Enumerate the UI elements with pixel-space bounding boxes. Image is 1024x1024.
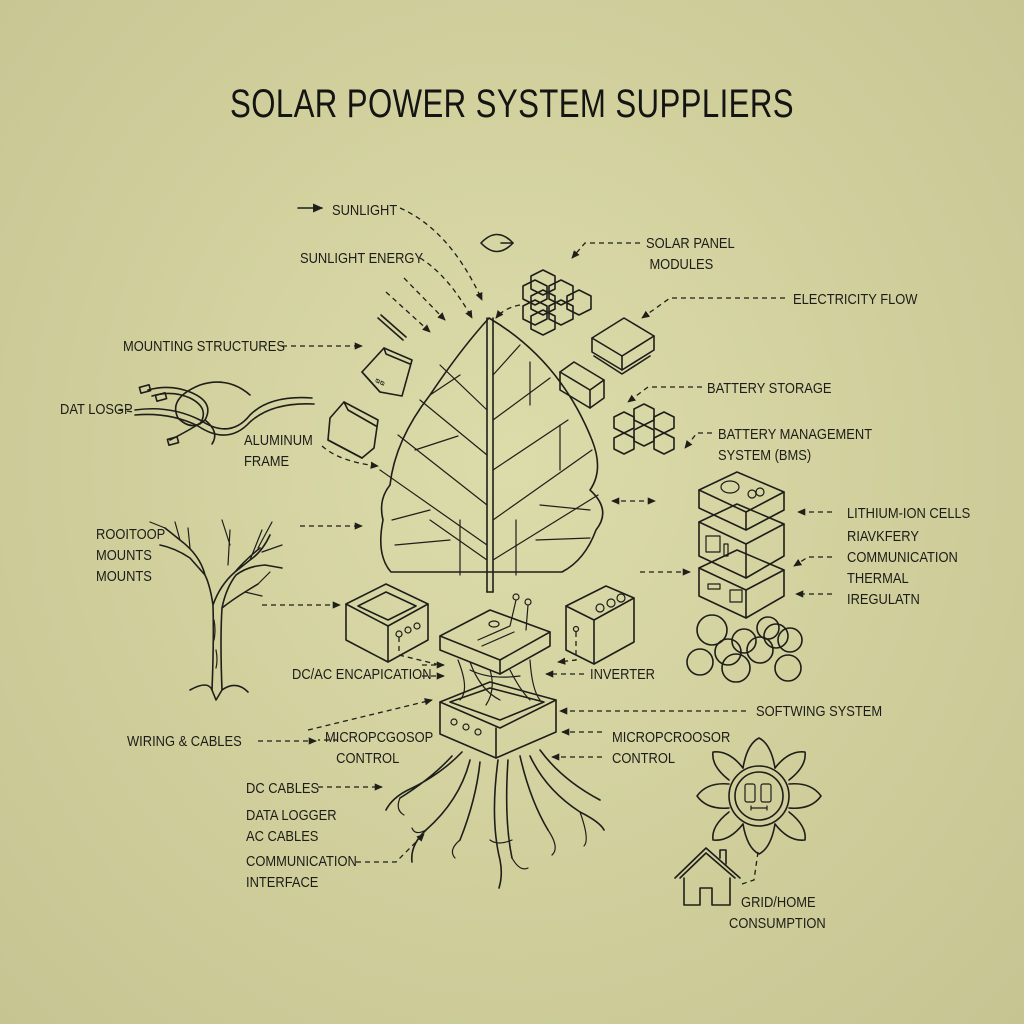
- dcac-box-icon: [345, 583, 441, 666]
- sunflower-meter-icon: [696, 737, 822, 855]
- label-bms: BATTERY MANAGEMENT SYSTEM (BMS): [718, 426, 873, 464]
- leaf-panel-icon: [379, 317, 604, 593]
- battery-stack-icon: [698, 471, 785, 619]
- label-electricity-flow: ELECTRICITY FLOW: [793, 291, 918, 308]
- label-dat-losgp: DAT LOSGP: [60, 401, 133, 418]
- inverter-box-icon: [439, 593, 557, 759]
- label-data-logger: DATA LOGGER: [246, 807, 337, 824]
- label-dc-cables: DC CABLES: [246, 780, 320, 797]
- label-softwing-system: SOFTWING SYSTEM: [756, 703, 883, 720]
- label-rooftop-mounts: ROOITOOP MOUNTS MOUNTS: [96, 526, 166, 585]
- label-micropcgosop-control: MICROPCGOSOP CONTROL: [325, 729, 434, 767]
- label-battery-comm-thermal: RIAVKFERY COMMUNICATION THERMAL IREGULAT…: [847, 528, 958, 608]
- sun-eye-icon: [480, 233, 514, 253]
- bms-hexagon-icon: [613, 403, 675, 455]
- label-grid-home-consumption: GRID/HOME CONSUMPTION: [729, 894, 826, 932]
- house-icon: [674, 847, 741, 906]
- tree-icon: [149, 519, 283, 701]
- hexagon-cells-icon: [522, 269, 592, 336]
- label-mounting-structures: MOUNTING STRUCTURES: [123, 338, 285, 355]
- electricity-block-icon: [559, 317, 655, 409]
- label-sunlight: SUNLIGHT: [332, 202, 398, 219]
- label-ac-cables: AC CABLES: [246, 828, 319, 845]
- label-aluminum-frame: ALUMINUM FRAME: [244, 432, 313, 470]
- label-dcac-encapication: DC/AC ENCAPICATION: [292, 666, 432, 683]
- battery-spheres-icon: [686, 614, 803, 683]
- mounting-bracket-icon: ᴓᴓ: [327, 314, 413, 459]
- label-micropcroosor-control: MICROPCROOSOR CONTROL: [612, 729, 731, 767]
- label-inverter: INVERTER: [590, 666, 655, 683]
- label-solar-panel-modules: SOLAR PANEL MODULES: [646, 235, 735, 273]
- cable-coil-icon: [134, 381, 315, 446]
- label-lithium-ion-cells: LITHIUM-ION CELLS: [847, 505, 971, 522]
- label-communication-interface: COMMUNICATION INTERFACE: [246, 853, 357, 891]
- root-cables-icon: [385, 749, 605, 889]
- page-title: SOLAR POWER SYSTEM SUPPLIERS: [230, 82, 794, 126]
- label-sunlight-energy: SUNLIGHT ENERGY: [300, 250, 424, 267]
- label-battery-storage: BATTERY STORAGE: [707, 380, 832, 397]
- battery-small-icon: [557, 585, 635, 665]
- label-wiring-cables: WIRING & CABLES: [127, 733, 242, 750]
- svg-text:ᴓᴓ: ᴓᴓ: [374, 376, 387, 388]
